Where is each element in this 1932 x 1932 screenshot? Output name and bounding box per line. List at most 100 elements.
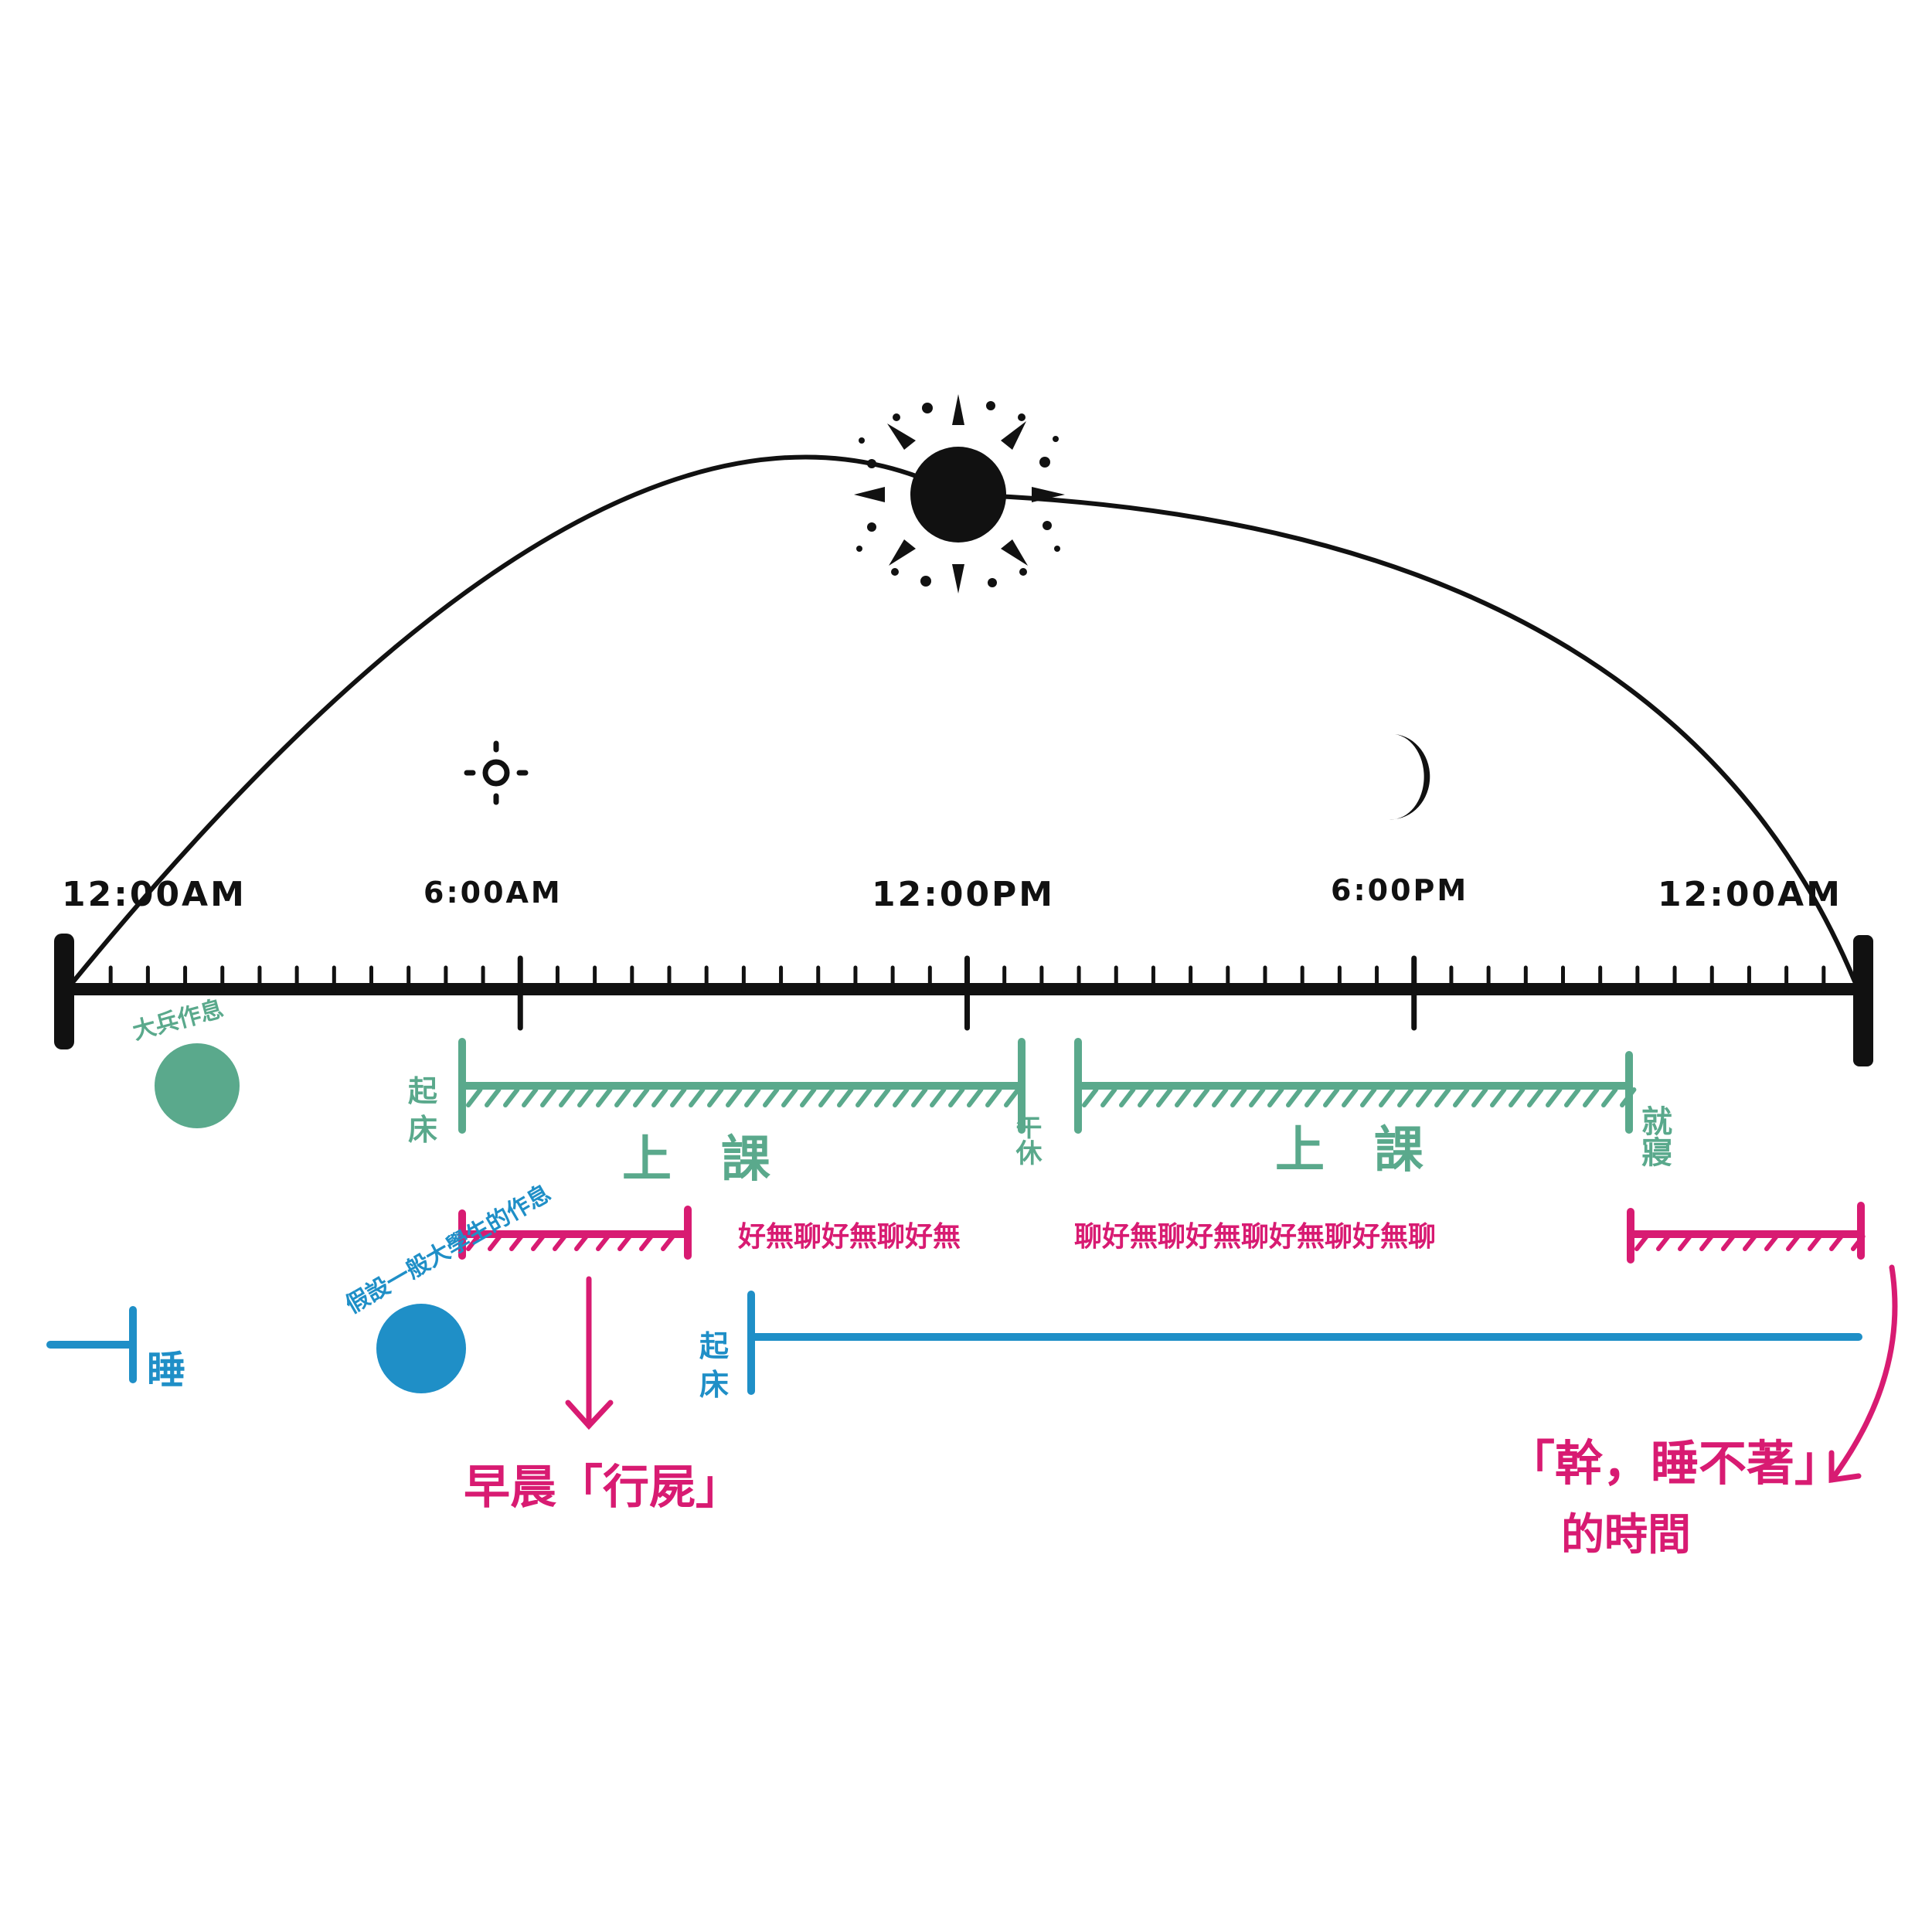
hatch-mark — [1471, 1087, 1488, 1107]
hatch-mark — [1527, 1087, 1544, 1107]
blue-sleep-label: 睡 — [147, 1348, 185, 1393]
green-legend-dot — [155, 1043, 240, 1128]
hatch-mark — [1764, 1234, 1779, 1251]
hatch-mark — [488, 1234, 502, 1251]
hatch-mark — [1634, 1234, 1649, 1251]
hatch-mark — [596, 1087, 613, 1107]
hatch-mark — [1601, 1087, 1618, 1107]
time-label-noon: 12:00PM — [872, 875, 1055, 914]
hatch-mark — [1286, 1087, 1303, 1107]
green-class-2-label: 上 課 — [1275, 1122, 1423, 1179]
hatch-mark — [1175, 1087, 1192, 1107]
hatch-mark — [485, 1087, 502, 1107]
blue-legend-label: 假設一般大學生的作息 — [342, 1180, 556, 1319]
hatch-mark — [1453, 1087, 1470, 1107]
hatch-mark — [1583, 1087, 1600, 1107]
hatch-mark — [633, 1087, 650, 1107]
hatch-mark — [1786, 1234, 1801, 1251]
hatch-mark — [1620, 1087, 1637, 1107]
hatch-mark — [1721, 1234, 1736, 1251]
hatch-mark — [1851, 1234, 1866, 1251]
time-label-6am: 6:00AM — [423, 876, 563, 910]
crescent-moon-icon — [1387, 734, 1430, 820]
hatch-mark — [1678, 1234, 1692, 1251]
hatch-mark — [1490, 1087, 1507, 1107]
hatch-mark — [531, 1234, 546, 1251]
pink-night-bar — [1627, 1202, 1866, 1264]
hatch-mark — [1808, 1234, 1822, 1251]
time-label-6pm: 6:00PM — [1331, 873, 1468, 907]
time-label-start: 12:00AM — [62, 875, 247, 914]
label-char: 床 — [699, 1368, 729, 1402]
timeline-axis — [54, 934, 1873, 1066]
hatch-mark — [1829, 1234, 1844, 1251]
hatch-mark — [617, 1234, 632, 1251]
blue-awake-bar — [747, 1291, 1862, 1395]
hatch-mark — [1249, 1087, 1266, 1107]
hatch-mark — [948, 1087, 965, 1107]
bored-text-1: 好無聊好無聊好無 — [737, 1221, 961, 1253]
time-label-end: 12:00AM — [1658, 875, 1842, 914]
pink-zombie-bar — [458, 1206, 692, 1260]
hatch-mark — [1342, 1087, 1359, 1107]
hatch-mark — [967, 1087, 984, 1107]
hatch-mark — [1546, 1087, 1563, 1107]
green-nap-label: 午休 — [1011, 1113, 1043, 1165]
blue-sleep-bar — [46, 1306, 137, 1383]
blue-legend-dot — [376, 1304, 466, 1393]
hatch-mark — [707, 1087, 724, 1107]
sun-icon — [854, 394, 1065, 594]
hatch-mark — [726, 1087, 743, 1107]
hatch-mark — [763, 1087, 780, 1107]
hatch-mark — [1004, 1087, 1021, 1107]
label-char: 床 — [408, 1113, 437, 1147]
bored-text-2: 聊好無聊好無聊好無聊好無聊 — [1074, 1221, 1436, 1253]
hatch-mark — [540, 1087, 557, 1107]
hatch-mark — [1156, 1087, 1173, 1107]
blue-wake-label: 起床 — [699, 1329, 730, 1402]
hatch-mark — [744, 1087, 761, 1107]
hatch-mark — [577, 1087, 594, 1107]
hatch-mark — [661, 1234, 675, 1251]
hatch-mark — [1230, 1087, 1247, 1107]
hatch-mark — [1323, 1087, 1340, 1107]
green-bedtime-label: 就寢 — [1636, 1105, 1672, 1167]
hatch-mark — [639, 1234, 654, 1251]
hatch-mark — [466, 1087, 483, 1107]
hatch-mark — [1138, 1087, 1155, 1107]
hatch-mark — [911, 1087, 928, 1107]
hatch-mark — [559, 1087, 576, 1107]
green-legend-label: 大兵作息 — [130, 995, 226, 1046]
hatch-mark — [596, 1234, 611, 1251]
hatch-mark — [893, 1087, 910, 1107]
green-schedule-bar — [458, 1038, 1637, 1134]
hatch-mark — [1267, 1087, 1284, 1107]
hatch-mark — [781, 1087, 798, 1107]
hatch-mark — [509, 1234, 524, 1251]
green-class-1-label: 上 課 — [622, 1131, 770, 1189]
zombie-arrow-icon — [565, 1276, 614, 1430]
hatch-mark — [1743, 1234, 1757, 1251]
hatch-mark — [553, 1234, 567, 1251]
hatch-mark — [874, 1087, 891, 1107]
label-char: 起 — [408, 1074, 438, 1108]
hatch-mark — [818, 1087, 835, 1107]
hatch-mark — [574, 1234, 589, 1251]
hatch-mark — [1212, 1087, 1229, 1107]
cant-sleep-label-2: 的時間 — [1561, 1510, 1691, 1560]
hatch-mark — [1304, 1087, 1321, 1107]
hatch-mark — [1193, 1087, 1210, 1107]
hatch-mark — [651, 1087, 668, 1107]
hatch-mark — [1397, 1087, 1414, 1107]
small-sun-icon — [464, 740, 529, 805]
hatch-mark — [1416, 1087, 1433, 1107]
morning-zombie-label: 早晨「行屍」 — [464, 1461, 742, 1515]
hatch-mark — [985, 1087, 1002, 1107]
cant-sleep-arrow-icon — [1828, 1264, 1898, 1484]
hatch-mark — [1360, 1087, 1377, 1107]
hatch-mark — [466, 1234, 481, 1251]
hatch-mark — [1434, 1087, 1451, 1107]
hatch-mark — [503, 1087, 520, 1107]
green-wake-label: 起床 — [408, 1074, 438, 1147]
